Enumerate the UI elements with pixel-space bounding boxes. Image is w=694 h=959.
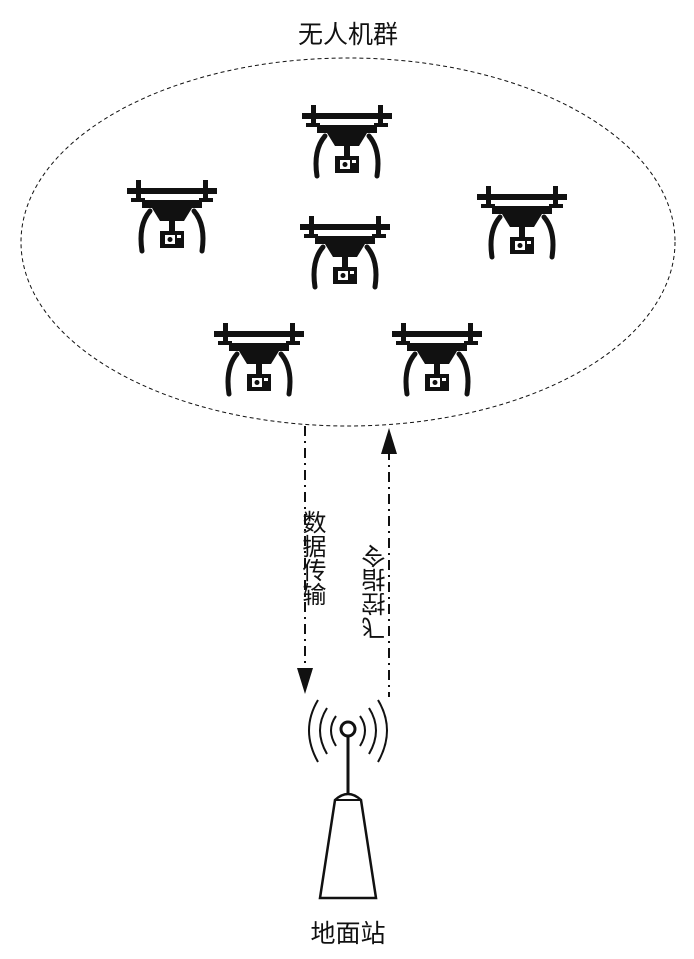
downlink-label: 数据传输	[298, 510, 326, 606]
swarm-boundary	[20, 57, 676, 427]
uplink-arrow	[381, 428, 397, 697]
drone-icon	[477, 186, 567, 257]
swarm-title: 无人机群	[298, 20, 398, 49]
drone-icon	[127, 180, 217, 251]
signal-waves-icon	[308, 699, 388, 763]
drone-icon	[300, 216, 390, 287]
drone-icon	[214, 323, 304, 394]
uplink-label: 飞控指令	[362, 544, 390, 640]
drone-icon	[392, 323, 482, 394]
ground-station-icon	[318, 792, 378, 900]
antenna-icon	[339, 720, 357, 793]
downlink-arrow	[297, 426, 313, 694]
ground-station-label: 地面站	[310, 919, 385, 948]
drone-icon	[302, 105, 392, 176]
